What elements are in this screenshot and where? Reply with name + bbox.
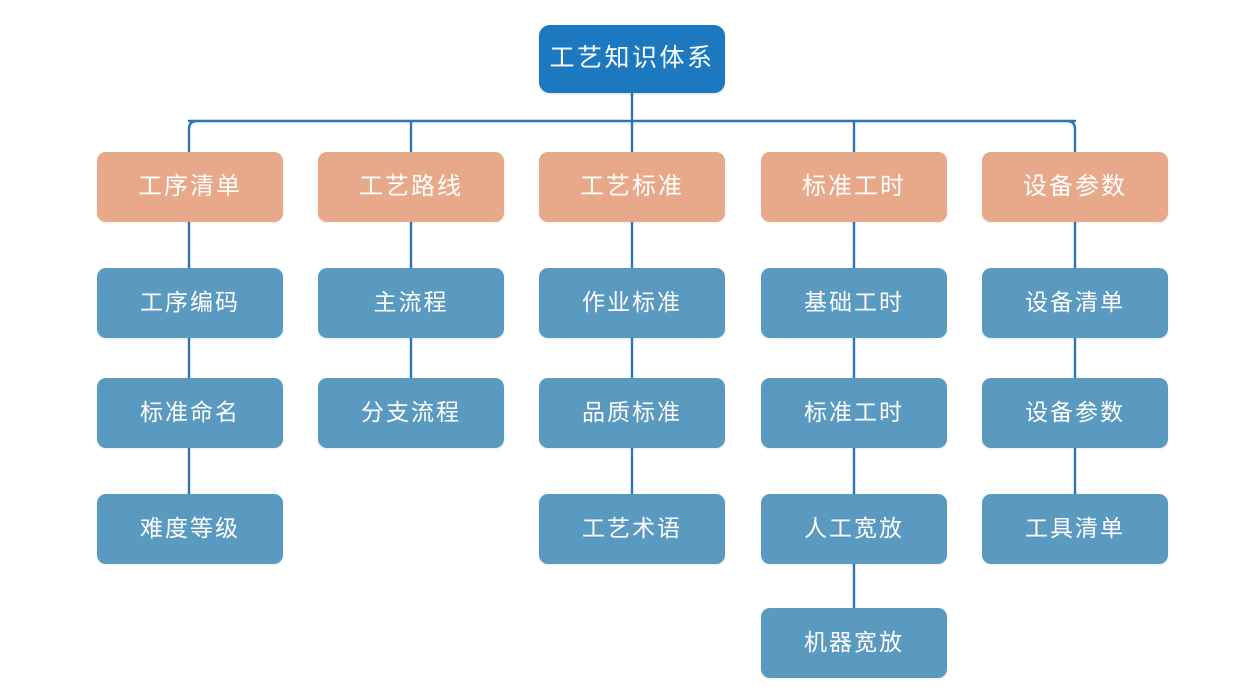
bus-drop-col-1: [187, 119, 199, 154]
item-node-人工宽放[interactable]: 人工宽放: [761, 494, 947, 564]
category-node-标准工时[interactable]: 标准工时: [761, 152, 947, 222]
item-node-品质标准[interactable]: 品质标准: [539, 378, 725, 448]
item-node-工艺术语[interactable]: 工艺术语: [539, 494, 725, 564]
item-node-机器宽放[interactable]: 机器宽放: [761, 608, 947, 678]
bus-drop-col-5: [1065, 119, 1077, 154]
category-node-设备参数[interactable]: 设备参数: [982, 152, 1168, 222]
item-node-工具清单[interactable]: 工具清单: [982, 494, 1168, 564]
root-node-工艺知识体系[interactable]: 工艺知识体系: [539, 25, 725, 93]
item-node-标准命名[interactable]: 标准命名: [97, 378, 283, 448]
item-node-主流程[interactable]: 主流程: [318, 268, 504, 338]
category-node-工艺路线[interactable]: 工艺路线: [318, 152, 504, 222]
item-node-作业标准[interactable]: 作业标准: [539, 268, 725, 338]
item-node-难度等级[interactable]: 难度等级: [97, 494, 283, 564]
category-node-工序清单[interactable]: 工序清单: [97, 152, 283, 222]
item-node-设备清单[interactable]: 设备清单: [982, 268, 1168, 338]
item-node-基础工时[interactable]: 基础工时: [761, 268, 947, 338]
item-node-工序编码[interactable]: 工序编码: [97, 268, 283, 338]
item-node-标准工时[interactable]: 标准工时: [761, 378, 947, 448]
item-node-设备参数[interactable]: 设备参数: [982, 378, 1168, 448]
category-node-工艺标准[interactable]: 工艺标准: [539, 152, 725, 222]
item-node-分支流程[interactable]: 分支流程: [318, 378, 504, 448]
